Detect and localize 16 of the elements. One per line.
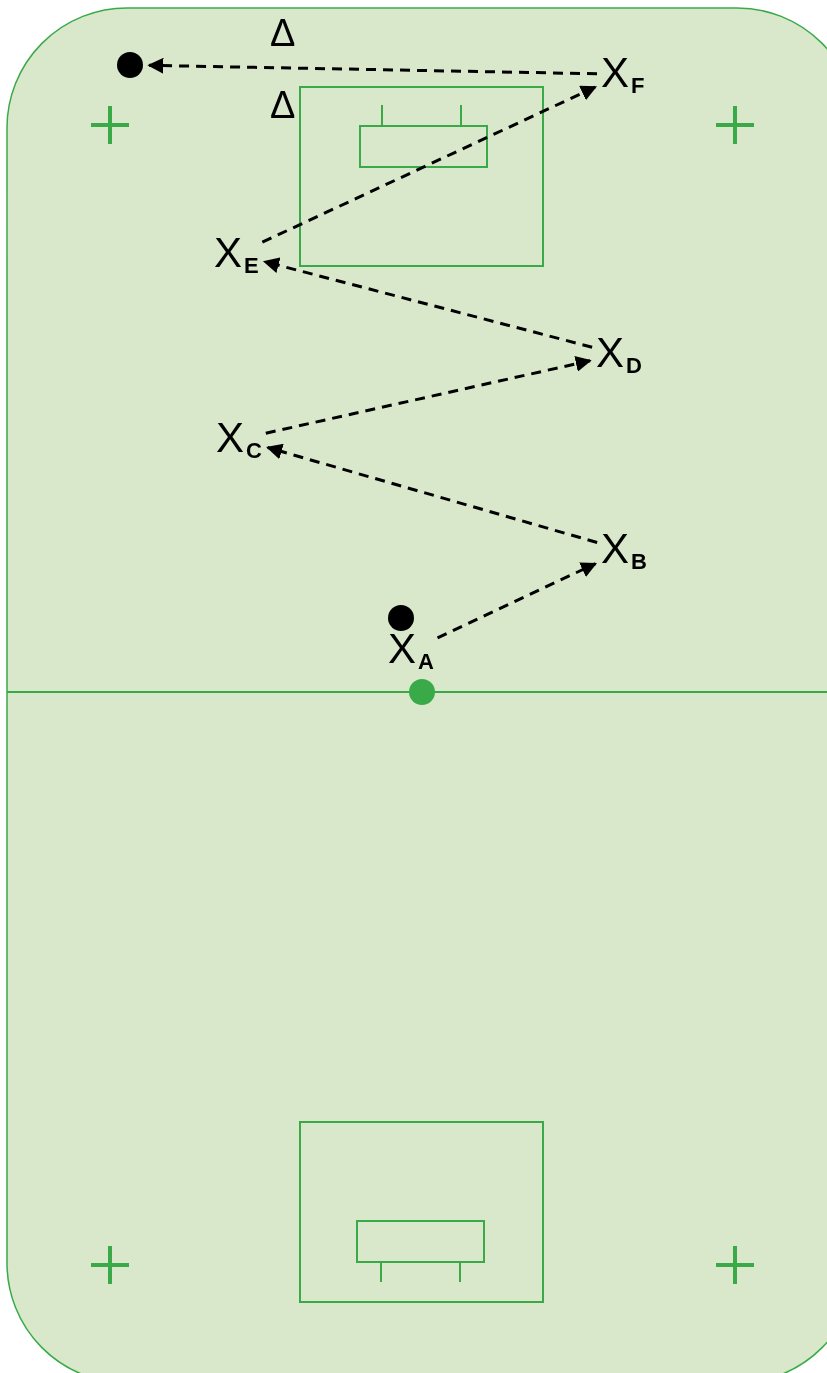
defender-label: Δ bbox=[270, 14, 296, 52]
puck bbox=[117, 52, 143, 78]
player-label: X$_{D}$ bbox=[596, 332, 642, 377]
pass-arrow bbox=[261, 85, 597, 244]
pass-arrow bbox=[262, 257, 593, 349]
player-label: X$_{A}$ bbox=[388, 628, 434, 673]
pass-arrow bbox=[266, 443, 598, 544]
player-label: X$_{E}$ bbox=[214, 232, 259, 277]
player-label: X$_{B}$ bbox=[601, 528, 647, 573]
pass-arrow bbox=[147, 57, 598, 76]
puck bbox=[388, 605, 414, 631]
defender-label: Δ bbox=[270, 86, 296, 124]
player-label: X$_{C}$ bbox=[216, 417, 262, 462]
pass-arrow bbox=[265, 356, 592, 435]
pass-arrow bbox=[436, 562, 597, 640]
player-label: X$_{F}$ bbox=[601, 52, 645, 97]
